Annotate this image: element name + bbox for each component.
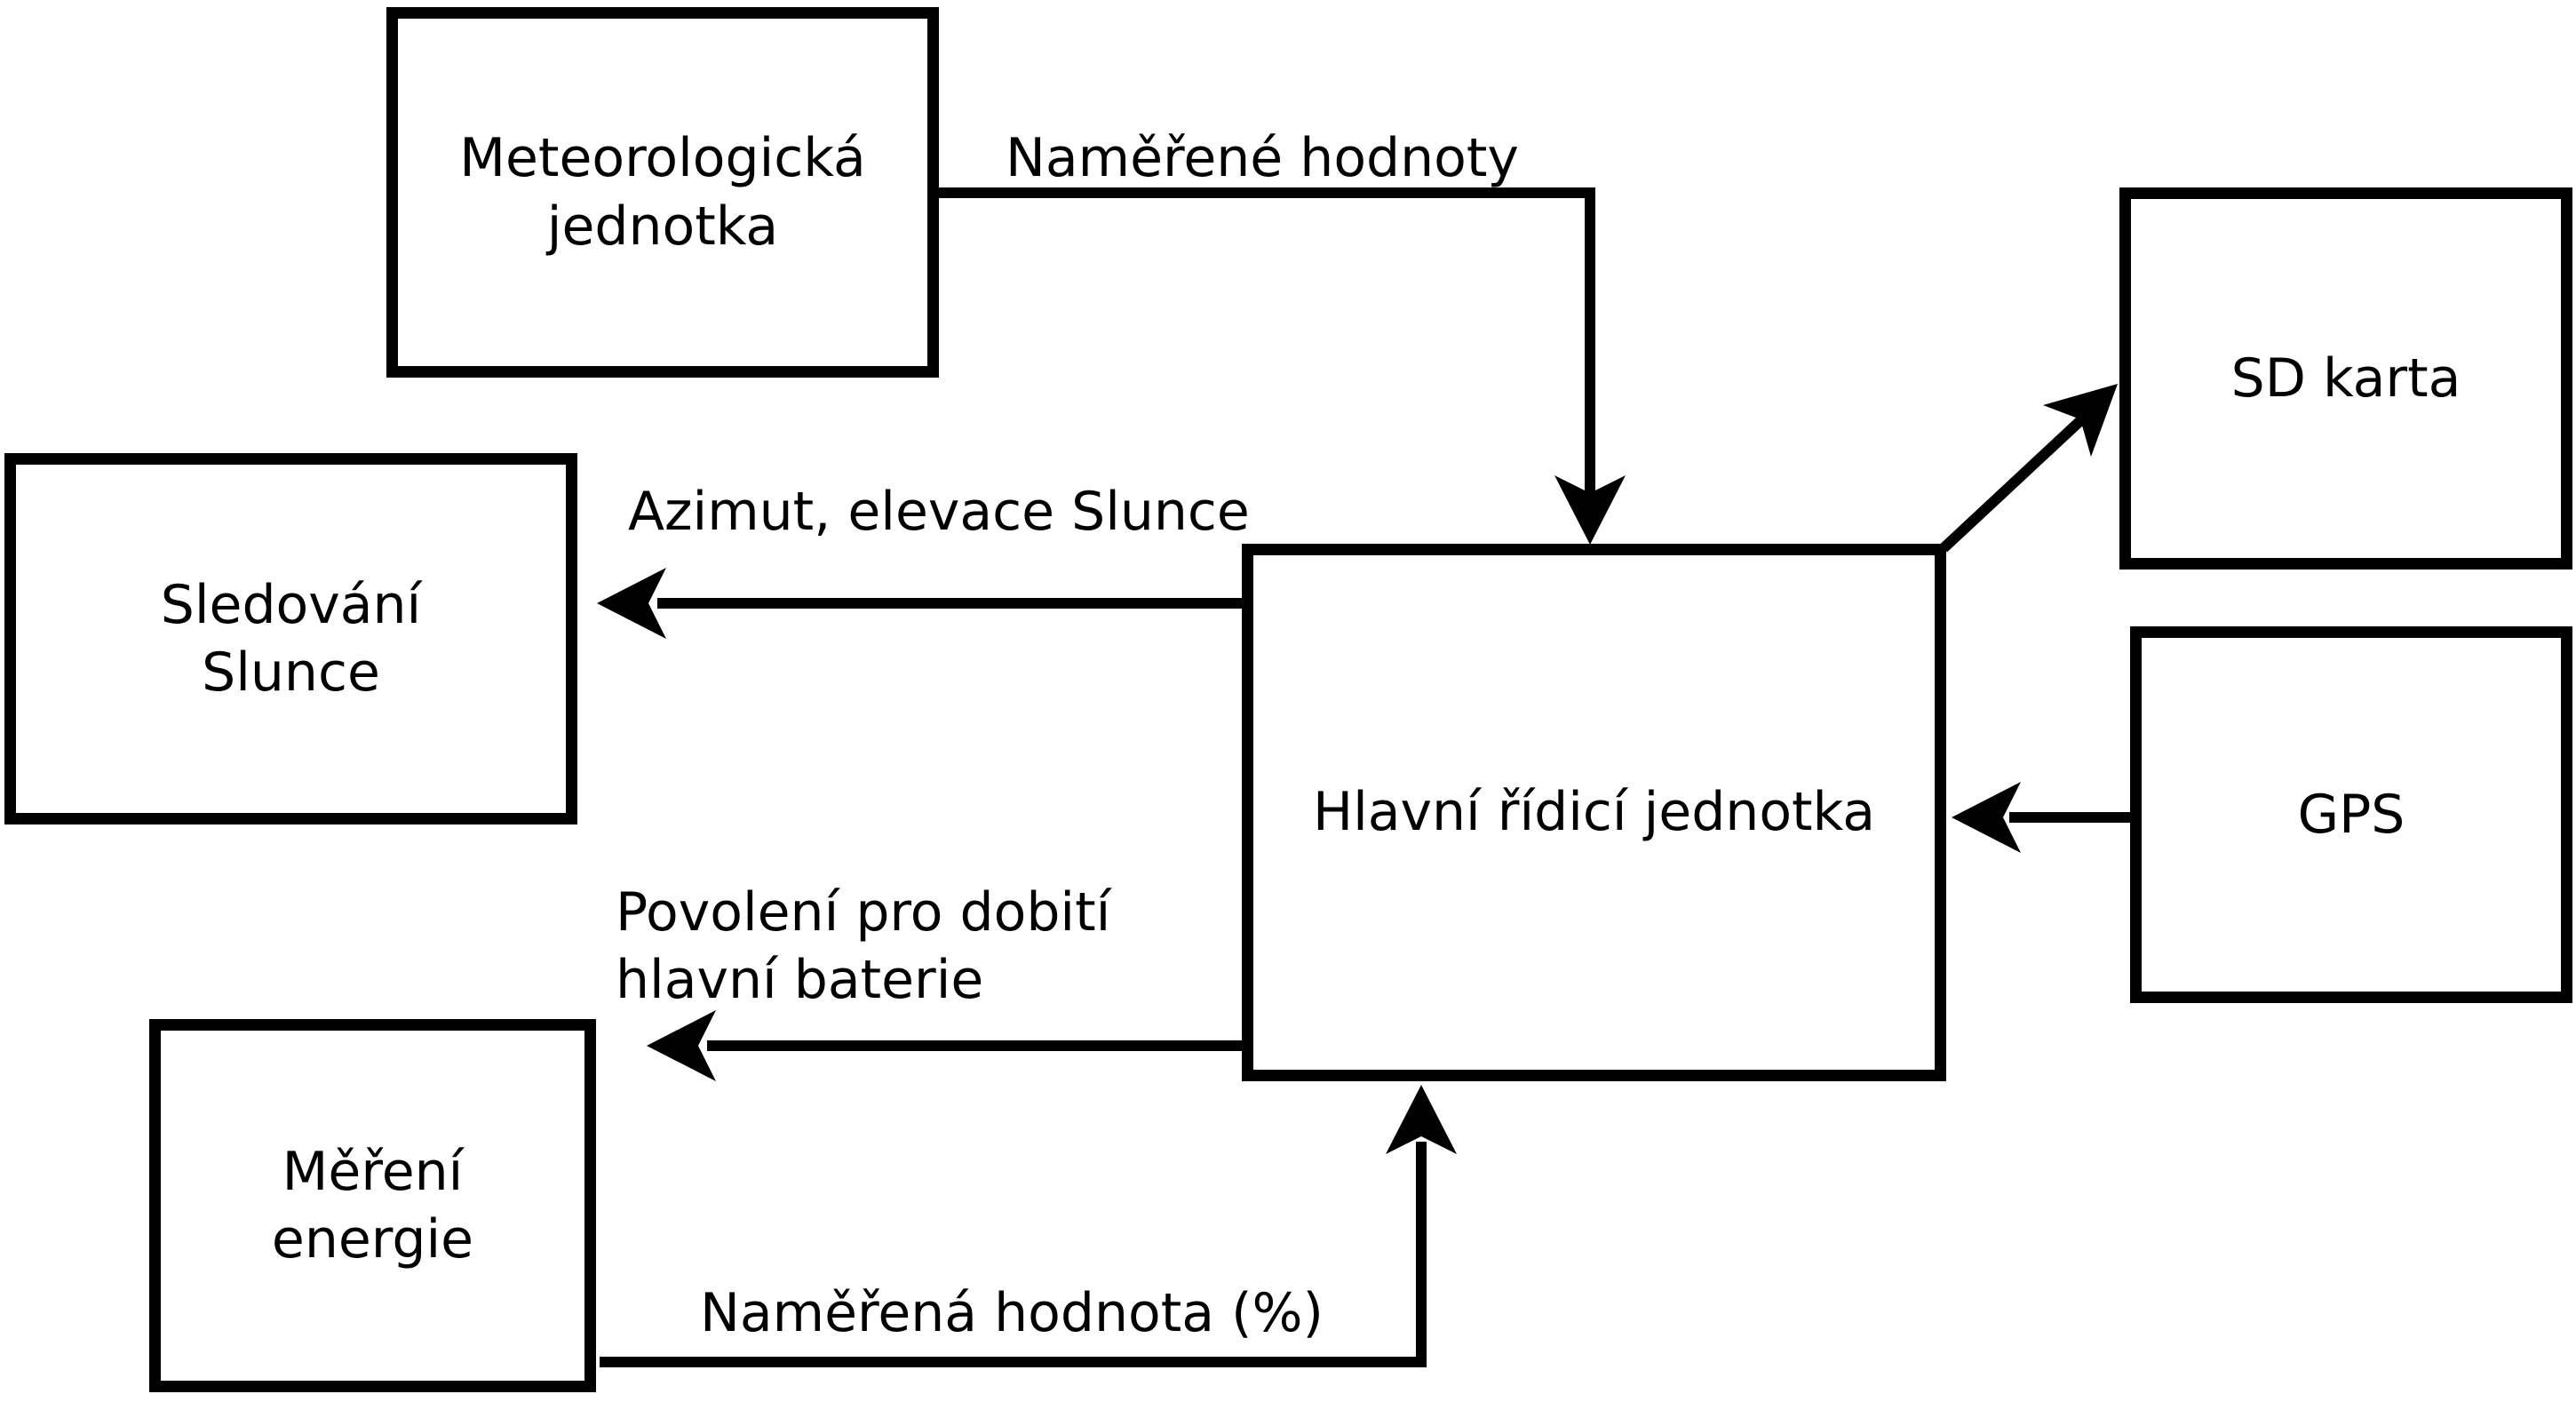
edge-label-povoleni-pro-dobiti: Povolení pro dobití hlavní baterie: [616, 881, 1111, 1012]
edge-label-namerene-hodnoty: Naměřené hodnoty: [1006, 127, 1519, 189]
box-gps-label: GPS: [2297, 783, 2405, 846]
edge-namerena-hodnota-line: [600, 1142, 1427, 1367]
edge-sd-line: [1939, 411, 2090, 553]
box-meteorologicka-jednotka-label: Meteorologická jednotka: [459, 127, 866, 258]
box-hlavni-ridici-jednotka: Hlavní řídicí jednotka: [1242, 544, 1946, 1081]
edge-label-namerena-hodnota-pct: Naměřená hodnota (%): [700, 1282, 1324, 1344]
box-sledovani-slunce: Sledování Slunce: [4, 453, 577, 824]
edge-sd-arrowhead: [2043, 384, 2118, 457]
edge-label-azimut-elevace-slunce: Azimut, elevace Slunce: [628, 481, 1250, 543]
box-sd-karta: SD karta: [2119, 187, 2572, 570]
edge-azimut-arrowhead: [597, 568, 666, 639]
edge-povoleni-arrowhead: [647, 1010, 716, 1081]
box-mereni-energie: Měření energie: [149, 1019, 596, 1392]
box-meteorologicka-jednotka: Meteorologická jednotka: [386, 7, 939, 378]
box-sd-karta-label: SD karta: [2230, 347, 2461, 410]
edge-gps-arrowhead: [1952, 782, 2021, 853]
edge-namerene-hodnoty-line: [934, 187, 1595, 498]
edge-namerena-hodnota-arrowhead: [1386, 1085, 1457, 1154]
edge-namerene-hodnoty-arrowhead: [1554, 475, 1626, 545]
box-hlavni-ridici-jednotka-label: Hlavní řídicí jednotka: [1312, 781, 1876, 844]
box-gps: GPS: [2130, 626, 2572, 1003]
box-mereni-energie-label: Měření energie: [271, 1140, 474, 1271]
box-sledovani-slunce-label: Sledování Slunce: [160, 573, 422, 704]
